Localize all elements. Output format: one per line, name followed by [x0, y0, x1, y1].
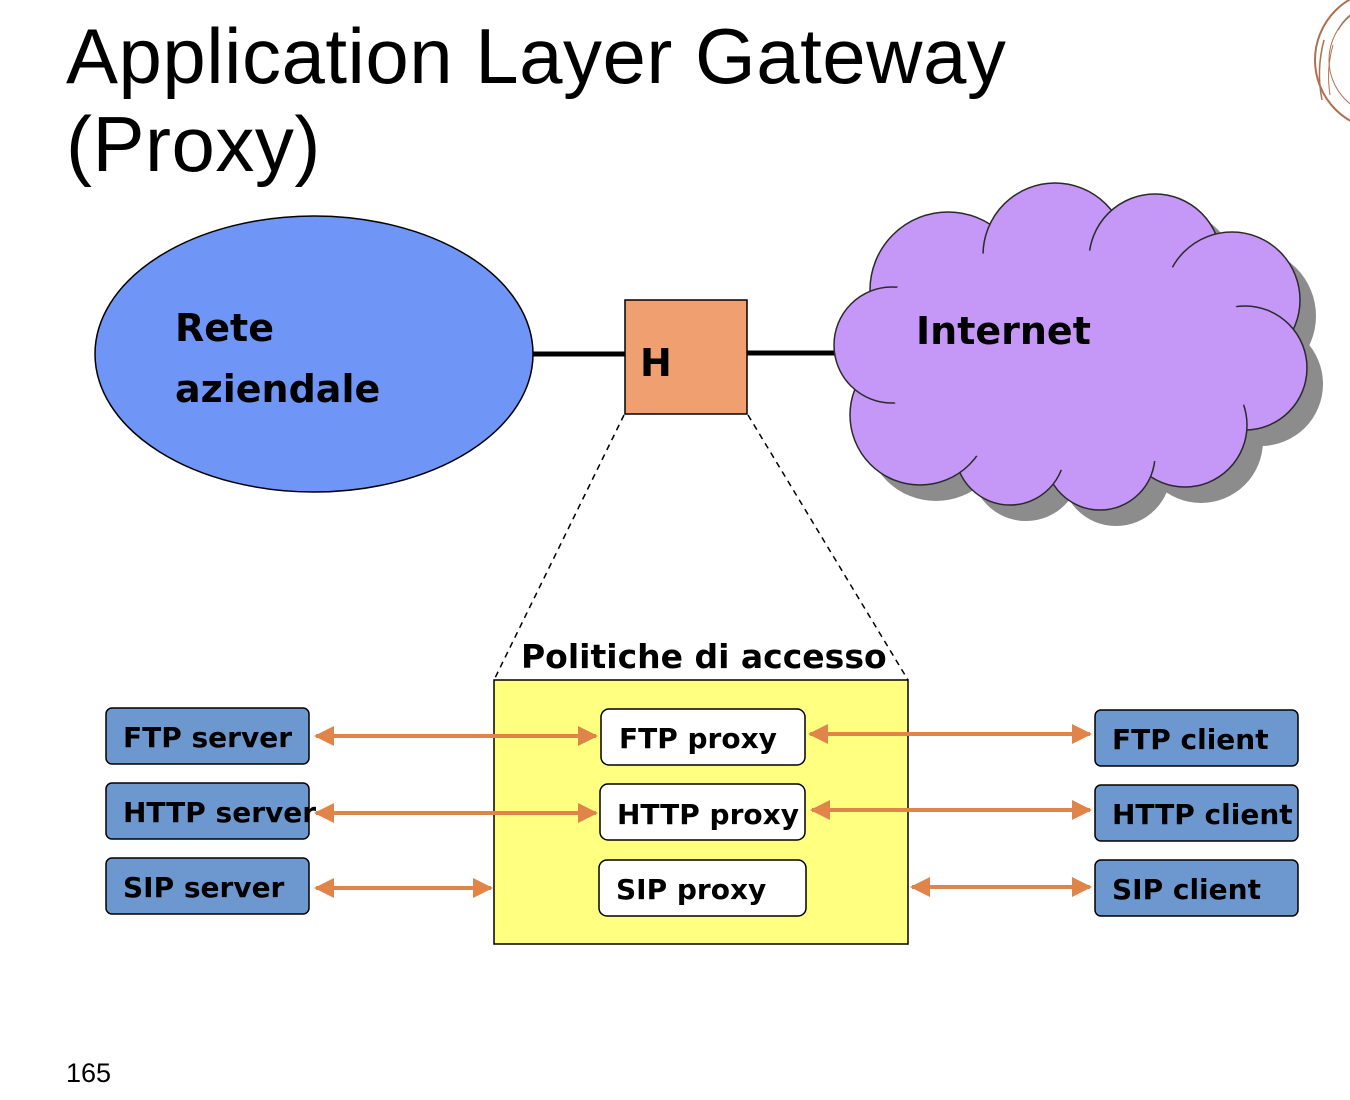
http-proxy-label: HTTP proxy	[617, 798, 799, 831]
client-list: FTP client HTTP client SIP client	[1094, 709, 1299, 917]
page-number: 165	[66, 1058, 112, 1088]
ftp-proxy-label: FTP proxy	[619, 722, 777, 755]
university-seal-logo	[1314, 0, 1350, 122]
sip-client-label: SIP client	[1112, 873, 1261, 906]
http-client-label: HTTP client	[1112, 798, 1293, 831]
zoom-line-right	[747, 414, 909, 681]
http-client-box	[1094, 784, 1299, 842]
ftp-server-box	[105, 707, 310, 765]
http-server-label: HTTP server	[123, 796, 316, 829]
ftp-server-label: FTP server	[123, 721, 292, 754]
ftp-proxy-box	[600, 708, 806, 766]
lan-ellipse	[94, 215, 534, 493]
sip-proxy-box	[598, 859, 807, 917]
ftp-client-label: FTP client	[1112, 723, 1269, 756]
server-list: FTP server HTTP server SIP server	[105, 707, 316, 915]
zoom-line-left	[493, 414, 625, 681]
host-node	[624, 299, 748, 415]
http-server-box	[105, 782, 310, 840]
lan-label-line1: Rete	[175, 306, 274, 350]
slide-title-line2: (Proxy)	[66, 100, 321, 188]
sip-server-label: SIP server	[123, 871, 285, 904]
slide-title: Application Layer Gateway (Proxy)	[66, 12, 1006, 188]
ftp-client-box	[1094, 709, 1299, 767]
sip-client-box	[1094, 859, 1299, 917]
lan-label-line2: aziendale	[175, 367, 380, 411]
policy-box-label: Politiche di accesso	[521, 637, 887, 676]
slide-title-line1: Application Layer Gateway	[66, 12, 1007, 100]
internet-label: Internet	[916, 309, 1091, 353]
host-label: H	[640, 341, 672, 385]
sip-proxy-label: SIP proxy	[616, 873, 766, 906]
proxy-list: FTP proxy HTTP proxy SIP proxy	[598, 708, 807, 917]
http-proxy-box	[599, 783, 806, 841]
sip-server-box	[105, 857, 310, 915]
internet-cloud	[833, 182, 1323, 526]
